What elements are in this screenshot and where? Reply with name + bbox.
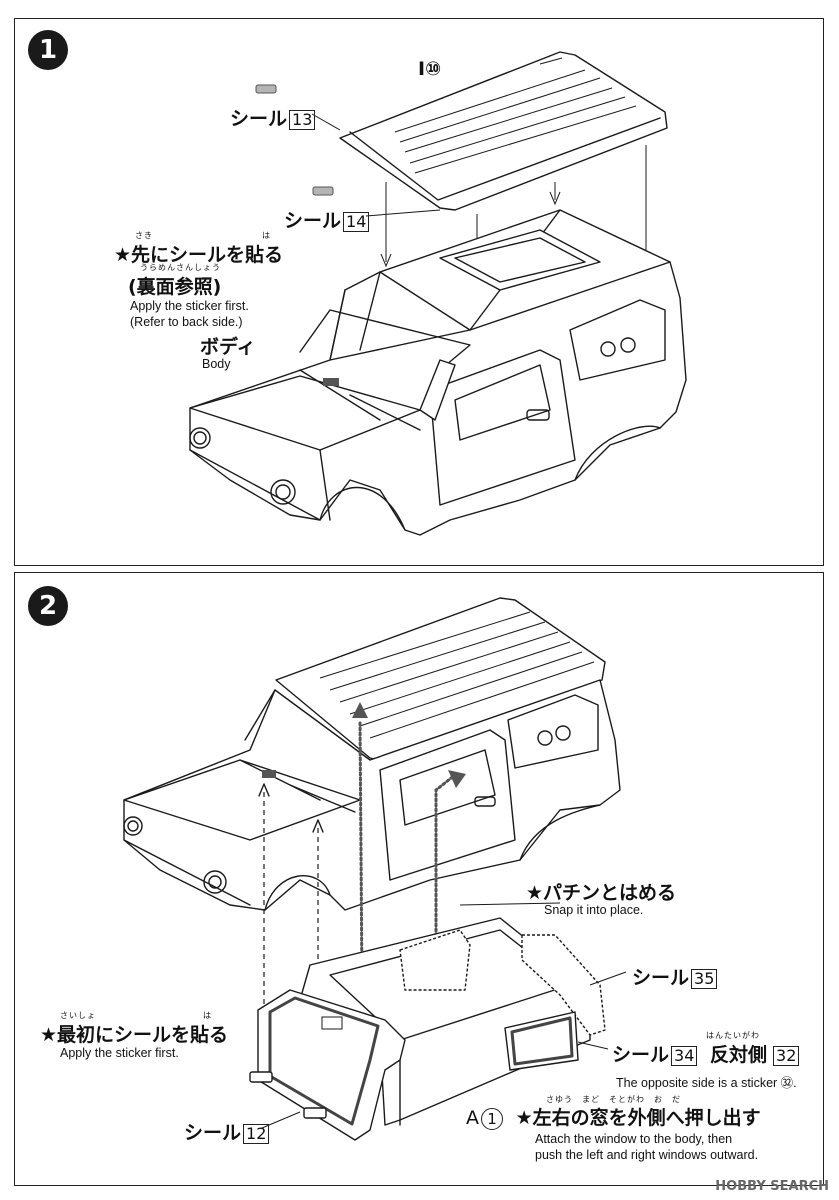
watermark-logo: HOBBY SEARCH	[715, 1179, 829, 1194]
apply-first-2-jp: ★最初にシールを貼る	[40, 1024, 229, 1046]
sticker-14-number: 14	[343, 212, 370, 232]
step-2-panel	[14, 572, 824, 1186]
body-label-en: Body	[202, 357, 231, 371]
step-2-badge: 2	[28, 586, 68, 626]
first-ruby-saisho: さいしょ	[60, 1011, 96, 1020]
note-ruby-ha: は	[262, 231, 271, 240]
sticker-34-text: シール	[612, 1044, 670, 1066]
part-a-letter: A	[466, 1107, 479, 1129]
push-ruby: さゆう まど そとがわ お だ	[546, 1095, 681, 1104]
refer-back-note-en: (Refer to back side.)	[130, 315, 243, 329]
step-1-panel	[14, 18, 824, 566]
apply-first-note-jp: ★先にシールを貼る	[114, 244, 284, 266]
snap-note-en: Snap it into place.	[544, 903, 644, 917]
first-ruby-ha: は	[203, 1011, 212, 1020]
apply-first-note-en: Apply the sticker first.	[130, 299, 249, 313]
sticker-12-number: 12	[243, 1124, 270, 1144]
opposite-side-en: The opposite side is a sticker ㉜.	[616, 1076, 797, 1090]
opposite-side-jp: 反対側	[710, 1044, 768, 1066]
sticker-13-number: 13	[289, 110, 316, 130]
snap-note-jp: ★パチンとはめる	[526, 882, 677, 904]
body-label-jp: ボディ	[200, 336, 256, 358]
sticker-12-text: シール	[184, 1122, 242, 1144]
push-note-text: ★左右の窓を外側へ押し出す	[515, 1107, 761, 1129]
part-roof-label: I⑩	[418, 58, 442, 80]
push-note-en-2: push the left and right windows outward.	[535, 1148, 759, 1162]
apply-first-2-en: Apply the sticker first.	[60, 1046, 179, 1060]
note-ruby-saki: さき	[135, 231, 153, 240]
step-1-badge: 1	[28, 30, 68, 70]
opposite-side-number: 32	[773, 1046, 800, 1066]
sticker-35-text: シール	[632, 967, 690, 989]
push-note-en-1: Attach the window to the body, then	[535, 1132, 733, 1146]
opposite-ruby: はんたいがわ	[706, 1031, 760, 1040]
sticker-14-text: シール	[284, 210, 342, 232]
sticker-35-number: 35	[691, 969, 718, 989]
sticker-34-number: 34	[671, 1046, 698, 1066]
refer-ruby: うらめんさんしょう	[140, 263, 221, 272]
sticker-13-text: シール	[230, 108, 288, 130]
part-a-number: 1	[481, 1108, 503, 1130]
refer-back-note-jp: (裏面参照)	[128, 276, 222, 298]
